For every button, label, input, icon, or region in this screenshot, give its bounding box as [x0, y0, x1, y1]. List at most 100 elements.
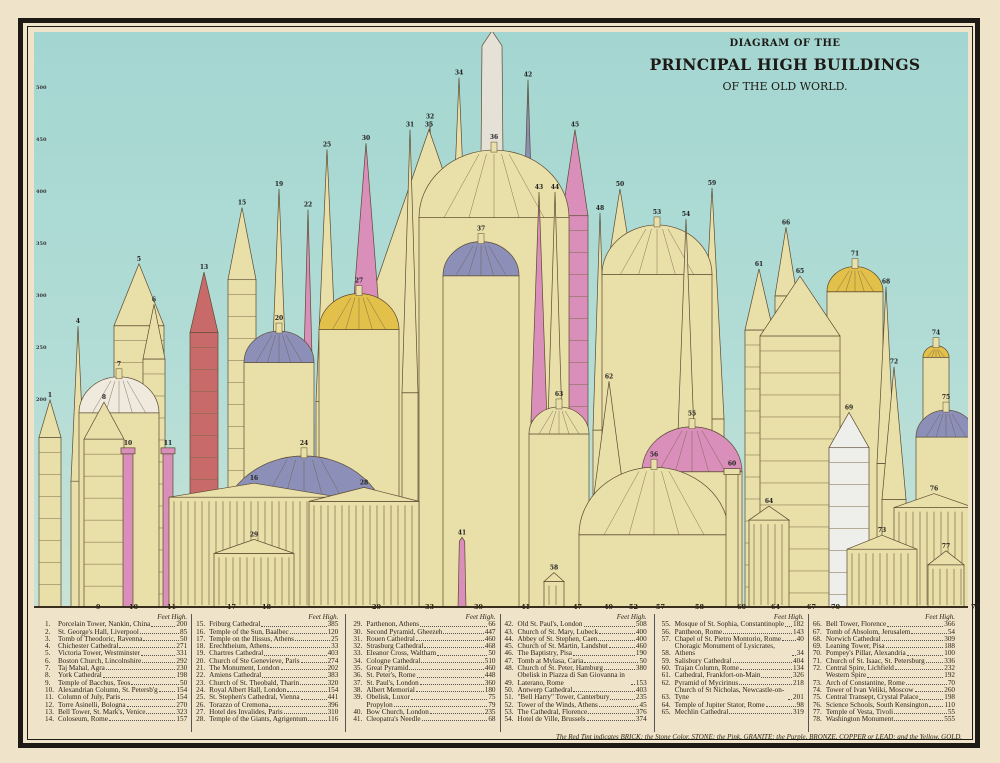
building-number: 66	[782, 219, 790, 226]
entry-height: 154	[176, 685, 188, 694]
entry-number: 42.	[504, 620, 514, 629]
entry-number: 51.	[504, 693, 514, 702]
dot-leader	[894, 713, 947, 715]
entry-name: Church of St. Mary, Lubeck	[517, 627, 599, 636]
dot-leader	[914, 691, 944, 693]
base-label: 11	[167, 603, 177, 611]
entry-name: Second Pyramid, Gheezeh	[366, 627, 443, 636]
building-37: 37	[442, 226, 520, 608]
dot-leader	[911, 632, 947, 634]
dot-leader	[121, 698, 176, 700]
building-number: 76	[930, 486, 938, 493]
entry-number: 76.	[812, 700, 822, 709]
building-number: 5	[137, 256, 141, 263]
dot-leader	[102, 676, 176, 678]
entry-number: 7.	[45, 664, 51, 673]
dot-leader	[393, 705, 488, 707]
dot-leader	[143, 640, 179, 642]
entry-number: 38.	[353, 685, 363, 694]
entry-number: 43.	[504, 627, 514, 636]
dot-leader	[894, 720, 944, 722]
entry-name: Abbey of St. Stephen, Caen	[517, 634, 598, 643]
dot-leader	[905, 683, 947, 685]
building-number: 35	[425, 122, 433, 129]
entry-number: 13.	[45, 707, 54, 716]
building-number: 72	[890, 359, 898, 366]
base-label: 29	[372, 603, 382, 611]
entry-height: 182	[793, 620, 804, 629]
entry-name: Arch of Constantine, Rome	[825, 678, 905, 687]
dot-leader	[885, 647, 944, 649]
entry-name: Pantheon, Rome	[674, 627, 723, 636]
dot-leader	[598, 705, 639, 707]
building-58: 58	[543, 565, 565, 608]
entry-height: 188	[944, 642, 955, 651]
entry-name: Royal Albert Hall, London	[209, 685, 287, 694]
entry-name: St. Peter's, Rome	[366, 671, 416, 680]
base-label: 58	[695, 603, 705, 611]
entry-height: 555	[944, 715, 955, 724]
building-number: 73	[878, 527, 886, 534]
entry-name: Temple of the Sun, Baalbec	[209, 627, 289, 636]
dot-leader	[610, 698, 635, 700]
scale-tick: 300	[36, 293, 47, 299]
entry-height: 75	[488, 693, 496, 702]
entry-height: 50	[488, 649, 496, 658]
dot-leader	[294, 640, 331, 642]
base-label: 41	[521, 603, 531, 611]
entry-number: 56.	[661, 627, 671, 636]
dot-leader	[151, 625, 176, 627]
building-number: 68	[882, 279, 890, 286]
entry-height: 396	[327, 700, 339, 709]
entry-height: 198	[944, 693, 955, 702]
entry-height: 510	[484, 656, 496, 665]
building-number: 55	[688, 411, 696, 418]
dot-leader	[308, 720, 327, 722]
building-number: 32	[426, 113, 434, 120]
entry-number: 34.	[353, 656, 363, 665]
entry-number: 11.	[45, 693, 54, 702]
entry-number: 25.	[196, 693, 206, 702]
entry-height: 100	[944, 649, 955, 658]
entry-name: Church of St. Martin, Landshut	[517, 642, 608, 651]
entry-number: 12.	[45, 700, 54, 709]
entry-height: 383	[327, 671, 339, 680]
entry-height: 310	[327, 707, 339, 716]
entry-height: 202	[327, 664, 339, 673]
entry-name: Porcelain Tower, Nankin, China	[58, 620, 151, 629]
entry-height: 200	[176, 620, 188, 629]
entry-number: 64.	[661, 700, 671, 709]
building-number: 60	[728, 461, 736, 468]
dot-leader	[925, 662, 944, 664]
entry-name: Chapel of St. Pietro Montorio, Rome	[674, 634, 782, 643]
building-number: 10	[124, 440, 132, 447]
entry-number: 52.	[504, 700, 514, 709]
building-number: 15	[238, 200, 246, 207]
entry-height: 385	[327, 620, 339, 629]
entry-number: 61.	[661, 671, 671, 680]
dot-leader	[443, 632, 484, 634]
entry-number: 68.	[812, 634, 822, 643]
building-number: 19	[275, 181, 283, 188]
dot-leader	[300, 698, 327, 700]
base-label: 57	[656, 603, 666, 611]
building-number: 54	[682, 211, 690, 218]
dot-leader	[416, 676, 484, 678]
entry-height: 50	[179, 678, 188, 687]
